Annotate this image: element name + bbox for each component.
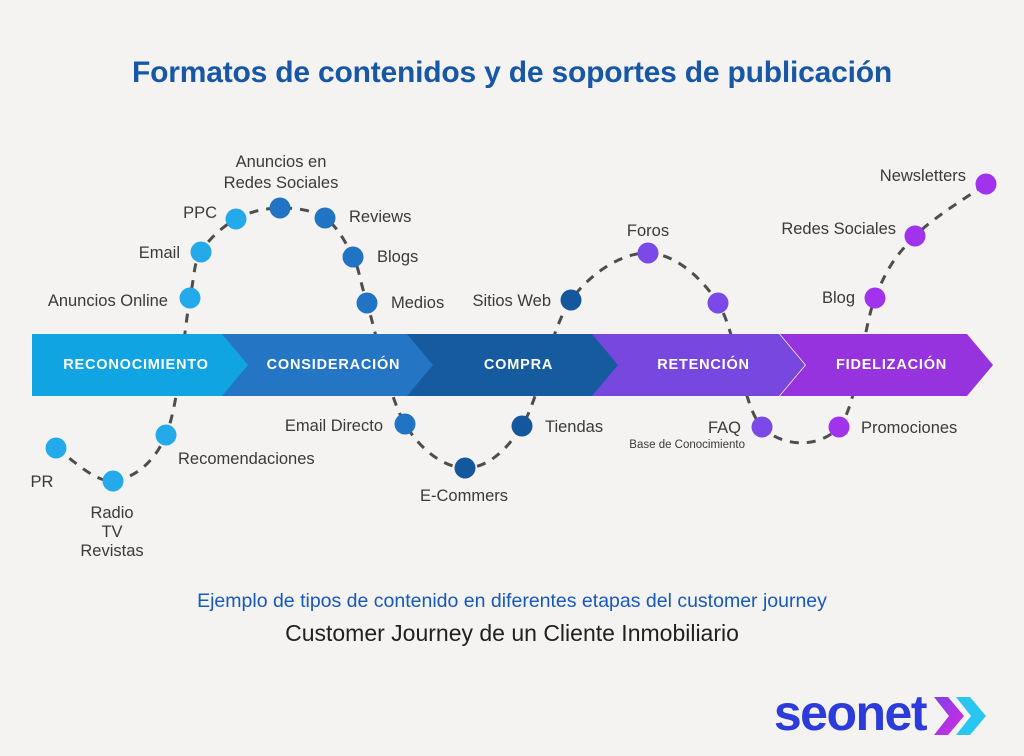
double-chevron-icon bbox=[934, 697, 986, 735]
journey-dot bbox=[394, 413, 416, 435]
journey-sublabel: Base de Conocimiento bbox=[629, 439, 745, 451]
journey-dot bbox=[190, 241, 212, 263]
stage-label: CONSIDERACIÓN bbox=[266, 357, 401, 373]
journey-dot bbox=[904, 225, 926, 247]
seonet-logo-text: seonet bbox=[773, 685, 928, 741]
journey-label: FAQ bbox=[708, 419, 741, 437]
journey-dot bbox=[707, 292, 729, 314]
stage-label: RECONOCIMIENTO bbox=[63, 357, 209, 373]
stage-banner-compra: COMPRA bbox=[407, 334, 620, 396]
caption-journey-title: Customer Journey de un Cliente Inmobilia… bbox=[285, 620, 739, 646]
journey-label: Email Directo bbox=[285, 417, 383, 435]
journey-dot bbox=[102, 470, 124, 492]
journey-label: Recomendaciones bbox=[178, 450, 315, 468]
journey-label: Foros bbox=[627, 222, 669, 240]
journey-label: Anuncios Online bbox=[48, 292, 168, 310]
journey-dot bbox=[511, 415, 533, 437]
journey-dot bbox=[828, 416, 850, 438]
journey-dot bbox=[342, 246, 364, 268]
journey-label: PPC bbox=[183, 204, 217, 222]
journey-label: E-Commers bbox=[420, 487, 508, 505]
journey-dot bbox=[560, 289, 582, 311]
stage-banner-retencion: RETENCIÓN bbox=[592, 334, 805, 396]
journey-label: Reviews bbox=[349, 208, 411, 226]
journey-dot bbox=[637, 242, 659, 264]
stage-banner-reconocimiento: RECONOCIMIENTO bbox=[32, 334, 258, 396]
journey-dot bbox=[454, 457, 476, 479]
seonet-logo: seonet bbox=[774, 688, 988, 738]
journey-dot bbox=[269, 197, 291, 219]
journey-dot bbox=[356, 292, 378, 314]
journey-label: Newsletters bbox=[880, 167, 966, 185]
journey-dashed-path bbox=[55, 182, 987, 483]
journey-label: Medios bbox=[391, 294, 444, 312]
journey-dot bbox=[975, 173, 997, 195]
journey-dot bbox=[225, 208, 247, 230]
journey-label: Blog bbox=[822, 289, 855, 307]
journey-label: Redes Sociales bbox=[781, 220, 896, 238]
stage-banner-consideracion: CONSIDERACIÓN bbox=[222, 334, 435, 396]
stage-banner-fidelizacion: FIDELIZACIÓN bbox=[780, 334, 993, 396]
journey-dot bbox=[155, 424, 177, 446]
journey-dot bbox=[751, 416, 773, 438]
journey-label: Sitios Web bbox=[472, 292, 551, 310]
journey-label: Blogs bbox=[377, 248, 418, 266]
journey-label: Promociones bbox=[861, 419, 957, 437]
stage-label: FIDELIZACIÓN bbox=[835, 357, 948, 373]
stage-label: COMPRA bbox=[483, 357, 554, 373]
journey-dot bbox=[314, 207, 336, 229]
stage-label: RETENCIÓN bbox=[657, 357, 750, 373]
journey-label: PR bbox=[31, 473, 54, 491]
journey-label: Email bbox=[139, 244, 180, 262]
journey-dot bbox=[179, 287, 201, 309]
journey-label: Tiendas bbox=[545, 418, 603, 436]
caption-example: Ejemplo de tipos de contenido en diferen… bbox=[197, 590, 827, 612]
page-title: Formatos de contenidos y de soportes de … bbox=[132, 56, 892, 89]
journey-dot bbox=[864, 287, 886, 309]
journey-dot bbox=[45, 437, 67, 459]
